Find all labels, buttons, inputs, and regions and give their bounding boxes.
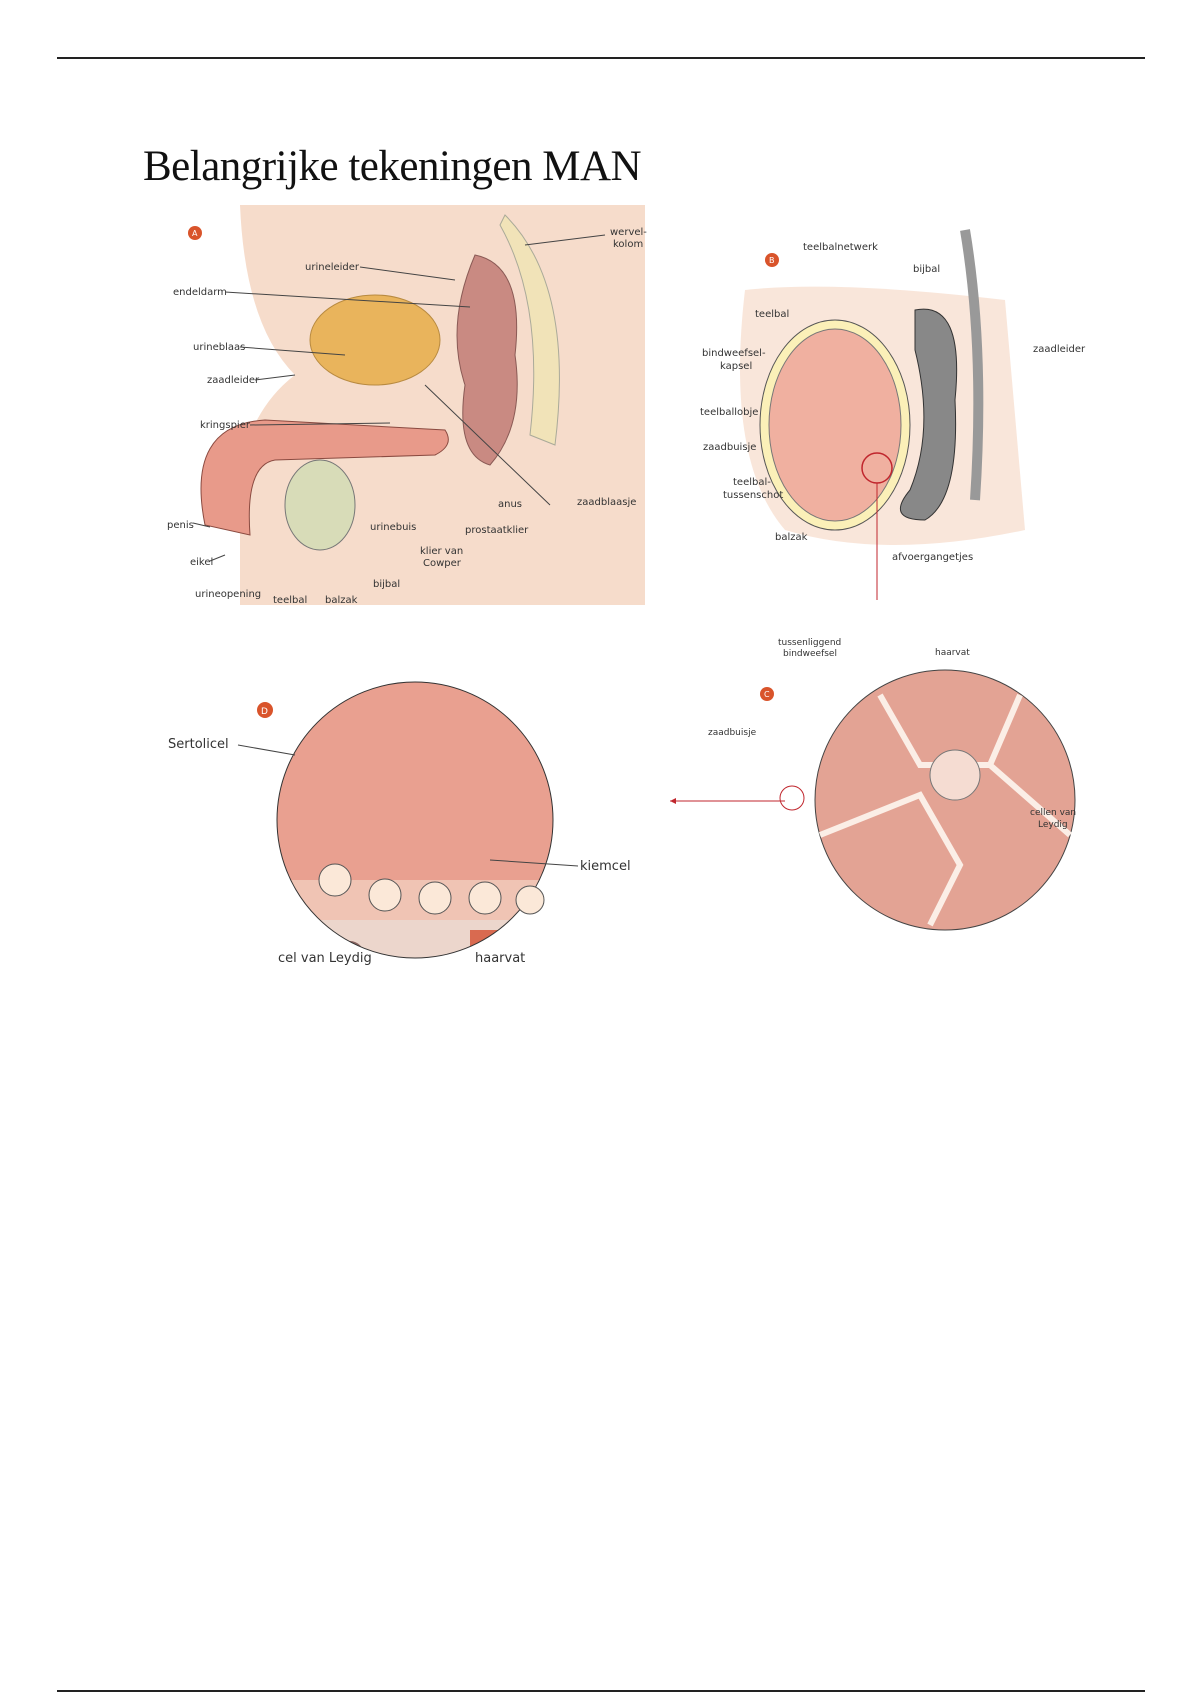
label-kringspier: kringspier bbox=[200, 420, 251, 431]
figure-b-testis-section: B teelbalnetwerk bijbal teelbal bindweef… bbox=[700, 229, 1086, 600]
label-teelbal: teelbal bbox=[755, 309, 789, 320]
arrow-head bbox=[670, 798, 676, 804]
circle-outline bbox=[276, 681, 554, 959]
label-teelbal-tussenschot-2: tussenschot bbox=[723, 490, 783, 501]
badge-d bbox=[257, 702, 273, 718]
svg-text:C: C bbox=[764, 690, 770, 699]
top-rule bbox=[57, 57, 1145, 59]
label-bijbal: bijbal bbox=[913, 264, 940, 275]
label-balzak: balzak bbox=[325, 595, 358, 606]
label-cel-van-leydig: cel van Leydig bbox=[278, 951, 372, 966]
label-urineopening: urineopening bbox=[195, 589, 261, 600]
label-haarvat: haarvat bbox=[475, 951, 525, 966]
label-cellen-van: cellen van bbox=[1030, 808, 1076, 818]
vas-deferens-shape bbox=[960, 229, 984, 501]
label-zaadleider: zaadleider bbox=[1033, 344, 1086, 355]
label-zaadbuisje: zaadbuisje bbox=[703, 442, 756, 453]
page-title: Belangrijke tekeningen MAN bbox=[143, 143, 642, 190]
label-teelbal-tussenschot-1: teelbal- bbox=[733, 477, 771, 488]
testis-shape bbox=[284, 459, 356, 551]
central-capillary bbox=[929, 749, 981, 801]
label-sertolicel: Sertolicel bbox=[168, 737, 229, 752]
label-bindweefsel: bindweefsel bbox=[783, 649, 837, 659]
label-urineblaas: urineblaas bbox=[193, 342, 245, 353]
label-teelbalnetwerk: teelbalnetwerk bbox=[803, 242, 878, 253]
label-urineleider: urineleider bbox=[305, 262, 360, 273]
figure-c-tubules-cross-section: C tussenliggend bindweefsel haarvat zaad… bbox=[670, 638, 1076, 931]
label-cowper: Cowper bbox=[423, 558, 462, 569]
label-kiemcel: kiemcel bbox=[580, 859, 631, 874]
label-penis: penis bbox=[167, 520, 194, 531]
zoom-circle-c bbox=[779, 785, 805, 811]
label-bijbal: bijbal bbox=[373, 579, 400, 590]
label-haarvat: haarvat bbox=[935, 648, 970, 658]
svg-text:B: B bbox=[769, 256, 775, 265]
label-anus: anus bbox=[498, 499, 522, 510]
badge-c bbox=[760, 687, 774, 701]
label-kapsel: kapsel bbox=[720, 361, 752, 372]
figure-d-leader-lines bbox=[237, 744, 579, 867]
figure-a-male-anatomy: A urineleider endeldarm urineblaas zaadl… bbox=[167, 205, 647, 606]
interstitial-layer bbox=[277, 920, 553, 958]
label-bindweefsel: bindweefsel- bbox=[702, 348, 766, 359]
label-prostaatklier: prostaatklier bbox=[465, 525, 529, 536]
cross-section-circle bbox=[814, 669, 1076, 931]
germ-cells bbox=[318, 863, 545, 915]
figure-c-labels: tussenliggend bindweefsel haarvat zaadbu… bbox=[708, 638, 1076, 830]
figure-a-leader-lines bbox=[192, 234, 606, 562]
label-zaadbuisje: zaadbuisje bbox=[708, 728, 757, 738]
svg-text:A: A bbox=[192, 229, 198, 238]
bottom-rule bbox=[57, 1690, 1145, 1692]
epididymis-shape bbox=[899, 308, 958, 521]
figure-d-labels: Sertolicel kiemcel cel van Leydig haarva… bbox=[168, 737, 631, 966]
label-kolom: kolom bbox=[613, 239, 643, 250]
rectum-shape bbox=[456, 254, 518, 466]
label-wervel: wervel- bbox=[610, 227, 647, 238]
figure-a-labels: urineleider endeldarm urineblaas zaadlei… bbox=[167, 227, 647, 606]
penis-shape bbox=[200, 419, 449, 536]
body-shape bbox=[240, 205, 645, 605]
label-leydig: Leydig bbox=[1038, 820, 1068, 830]
label-zaadblaasje: zaadblaasje bbox=[577, 497, 636, 508]
label-teelbal: teelbal bbox=[273, 595, 307, 606]
label-urinebuis: urinebuis bbox=[370, 522, 416, 533]
badge-a bbox=[188, 226, 202, 240]
bladder-shape bbox=[309, 294, 441, 386]
label-klier-van: klier van bbox=[420, 546, 463, 557]
label-balzak: balzak bbox=[775, 532, 808, 543]
testis-interior bbox=[768, 328, 902, 522]
label-endeldarm: endeldarm bbox=[173, 287, 227, 298]
label-eikel: eikel bbox=[190, 557, 213, 568]
svg-text:D: D bbox=[261, 707, 268, 717]
label-zaadleider: zaadleider bbox=[207, 375, 260, 386]
label-tussenliggend: tussenliggend bbox=[778, 638, 841, 648]
label-afvoergangetjes: afvoergangetjes bbox=[892, 552, 973, 563]
figure-d-tubule-detail: D Sertolicel kiemcel cel van Leydig haar… bbox=[168, 681, 631, 966]
label-teelballobje: teelballobje bbox=[700, 407, 758, 418]
badge-b bbox=[765, 253, 779, 267]
figure-b-labels: teelbalnetwerk bijbal teelbal bindweefse… bbox=[700, 242, 1086, 563]
spine-shape bbox=[499, 214, 560, 446]
